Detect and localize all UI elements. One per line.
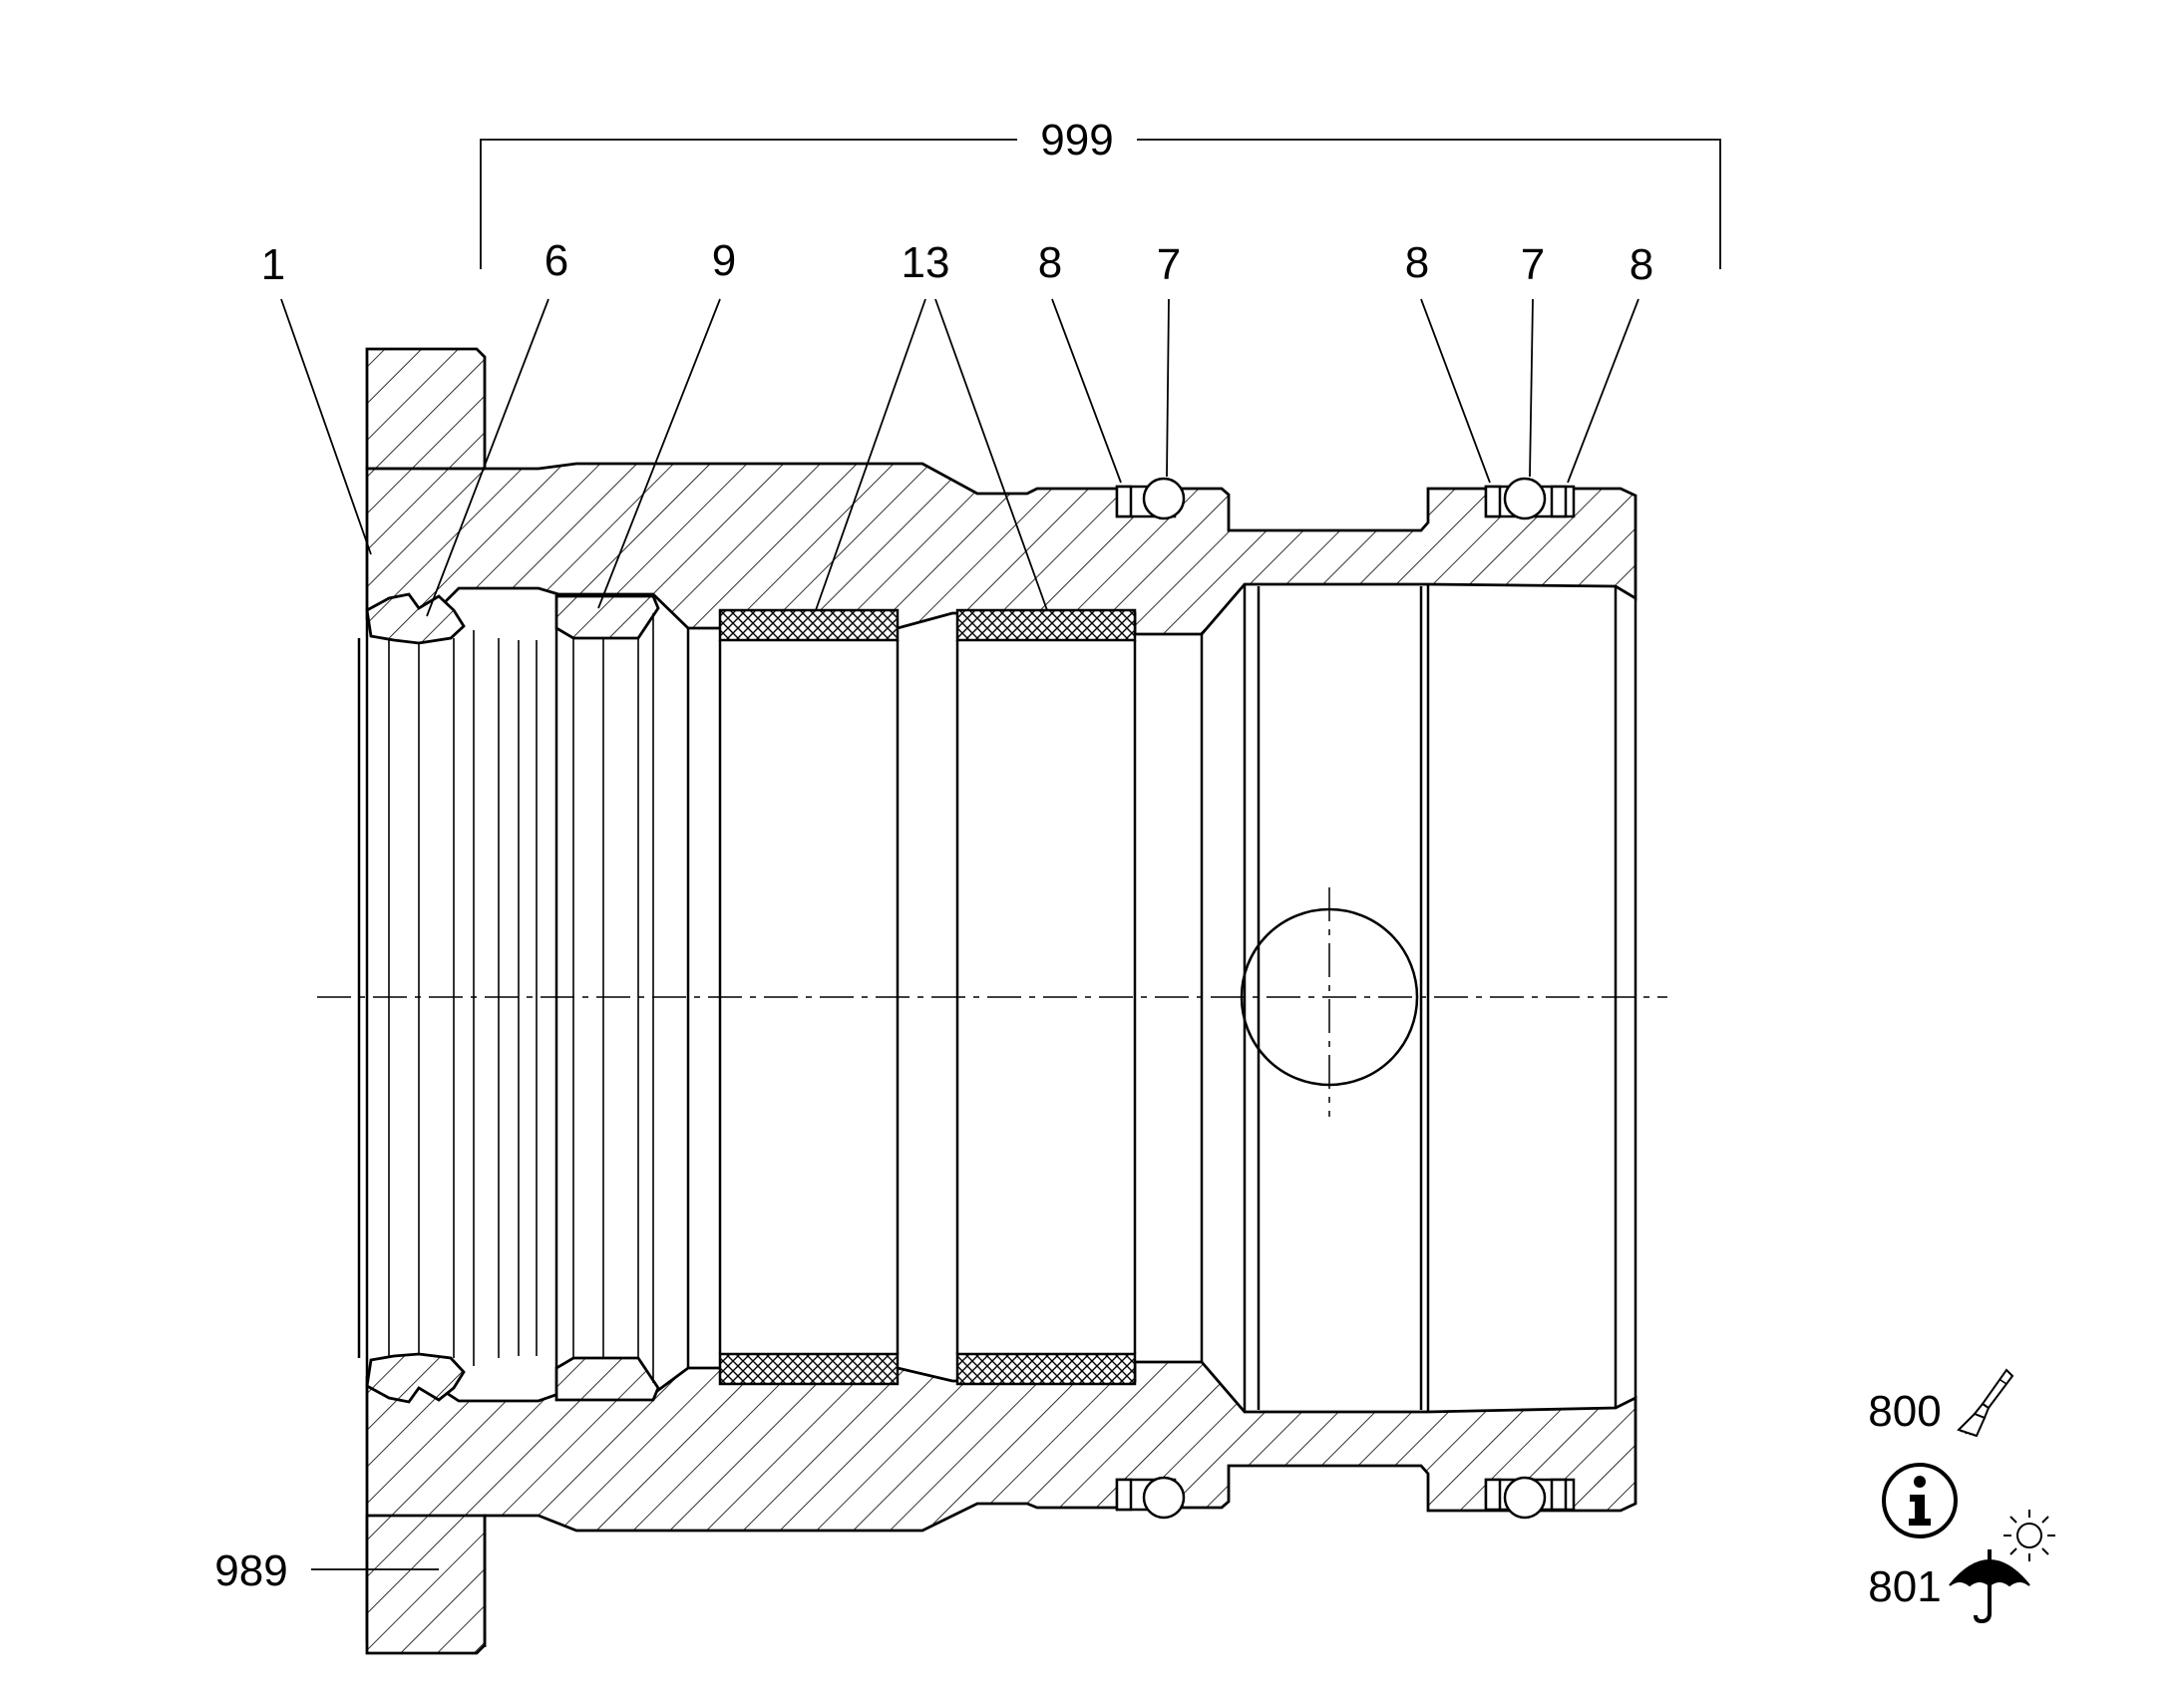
label-part-6: 6 <box>545 236 568 285</box>
o-ring-lower-left <box>1142 1476 1186 1520</box>
label-part-7-a: 7 <box>1157 240 1181 289</box>
guide-ring-2-bottom <box>955 1352 1137 1386</box>
label-part-8-c: 8 <box>1630 240 1653 289</box>
guide-rings <box>718 608 1137 1386</box>
label-part-989: 989 <box>214 1546 287 1595</box>
label-part-7-b: 7 <box>1521 240 1545 289</box>
o-ring-lower-right <box>1503 1476 1547 1520</box>
part-labels: 999 1 6 9 13 8 7 8 7 8 989 <box>214 116 1653 1595</box>
umbrella-sun-icon <box>1949 1510 2055 1624</box>
bore-lines <box>357 584 1637 1412</box>
housing-section <box>365 347 1637 1655</box>
info-icon <box>1882 1463 1958 1538</box>
leader-lines <box>280 298 1639 1570</box>
oring-grooves <box>1115 485 1576 1512</box>
o-ring-upper-left <box>1142 477 1186 520</box>
guide-ring-2-top <box>955 608 1137 642</box>
rod-seal <box>554 594 660 1402</box>
guide-ring-1-top <box>718 608 900 642</box>
o-rings <box>1142 477 1547 1520</box>
assembly-bracket <box>480 139 1721 269</box>
label-part-13: 13 <box>902 238 950 287</box>
backup-rings <box>1115 485 1568 1512</box>
legend-code-800: 800 <box>1868 1387 1941 1436</box>
label-part-8-a: 8 <box>1038 238 1062 287</box>
legend: 800 801 <box>1868 1368 2055 1624</box>
center-lines <box>317 887 1667 1117</box>
o-ring-upper-right <box>1503 477 1547 520</box>
wiper-seal <box>365 592 466 1404</box>
guide-ring-1-bottom <box>718 1352 900 1386</box>
label-999: 999 <box>1040 116 1113 165</box>
label-part-8-b: 8 <box>1405 238 1429 287</box>
label-part-1: 1 <box>261 240 285 289</box>
paint-brush-icon <box>1957 1368 2014 1438</box>
label-part-9: 9 <box>712 236 736 285</box>
legend-code-801: 801 <box>1868 1562 1941 1611</box>
